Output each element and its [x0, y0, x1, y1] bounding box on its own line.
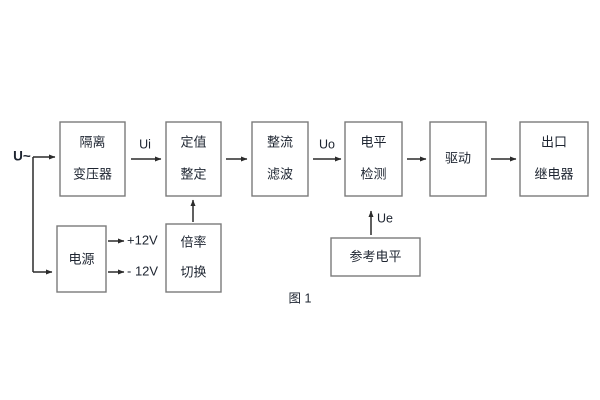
block-label-line1: 倍率 — [180, 234, 206, 249]
rail-label-positive-12v: +12V — [127, 232, 158, 247]
signal-label-ue: Ue — [377, 211, 393, 225]
block-label-line2: 检测 — [360, 166, 386, 181]
block-rect — [519, 121, 589, 197]
block-rect — [251, 121, 309, 197]
block-driver[interactable]: 驱动 — [429, 121, 487, 197]
block-label-line1: 整流 — [267, 134, 293, 149]
block-label-line2: 整定 — [180, 166, 206, 181]
block-rect — [344, 121, 403, 197]
figure-caption: 图 1 — [289, 291, 312, 305]
block-label-line2: 滤波 — [267, 166, 293, 181]
block-rect — [429, 121, 487, 197]
signal-label-uo: Uo — [319, 137, 335, 151]
block-rect — [56, 225, 107, 293]
block-level-detect[interactable]: 电平 检测 — [344, 121, 403, 197]
connector-layer — [32, 154, 517, 275]
block-label-line1: 参考电平 — [349, 249, 401, 264]
block-multiplier-switch[interactable]: 倍率 切换 — [165, 223, 222, 293]
block-label-line1: 定值 — [180, 134, 206, 149]
block-rectify-filter[interactable]: 整流 滤波 — [251, 121, 309, 197]
block-label-line2: 继电器 — [534, 166, 573, 181]
block-label-line1: 电源 — [68, 251, 94, 266]
block-setting-value[interactable]: 定值 整定 — [165, 121, 222, 197]
block-label-line1: 电平 — [360, 134, 386, 149]
block-rect — [59, 121, 126, 197]
block-rect — [330, 237, 421, 277]
block-rect — [165, 121, 222, 197]
input-source-label: U~ — [13, 149, 31, 164]
block-label-line1: 出口 — [541, 134, 567, 149]
signal-label-ui: Ui — [139, 137, 151, 151]
block-reference-level[interactable]: 参考电平 — [330, 237, 421, 277]
rail-label-negative-12v: - 12V — [127, 263, 158, 278]
block-label-line2: 变压器 — [73, 166, 112, 181]
block-power-supply[interactable]: 电源 — [56, 225, 107, 293]
block-label-line1: 驱动 — [445, 150, 471, 165]
block-output-relay[interactable]: 出口 继电器 — [519, 121, 589, 197]
block-label-line1: 隔离 — [79, 134, 105, 149]
block-label-line2: 切换 — [180, 264, 206, 279]
block-rect — [165, 223, 222, 293]
block-isolation-transformer[interactable]: 隔离 变压器 — [59, 121, 126, 197]
